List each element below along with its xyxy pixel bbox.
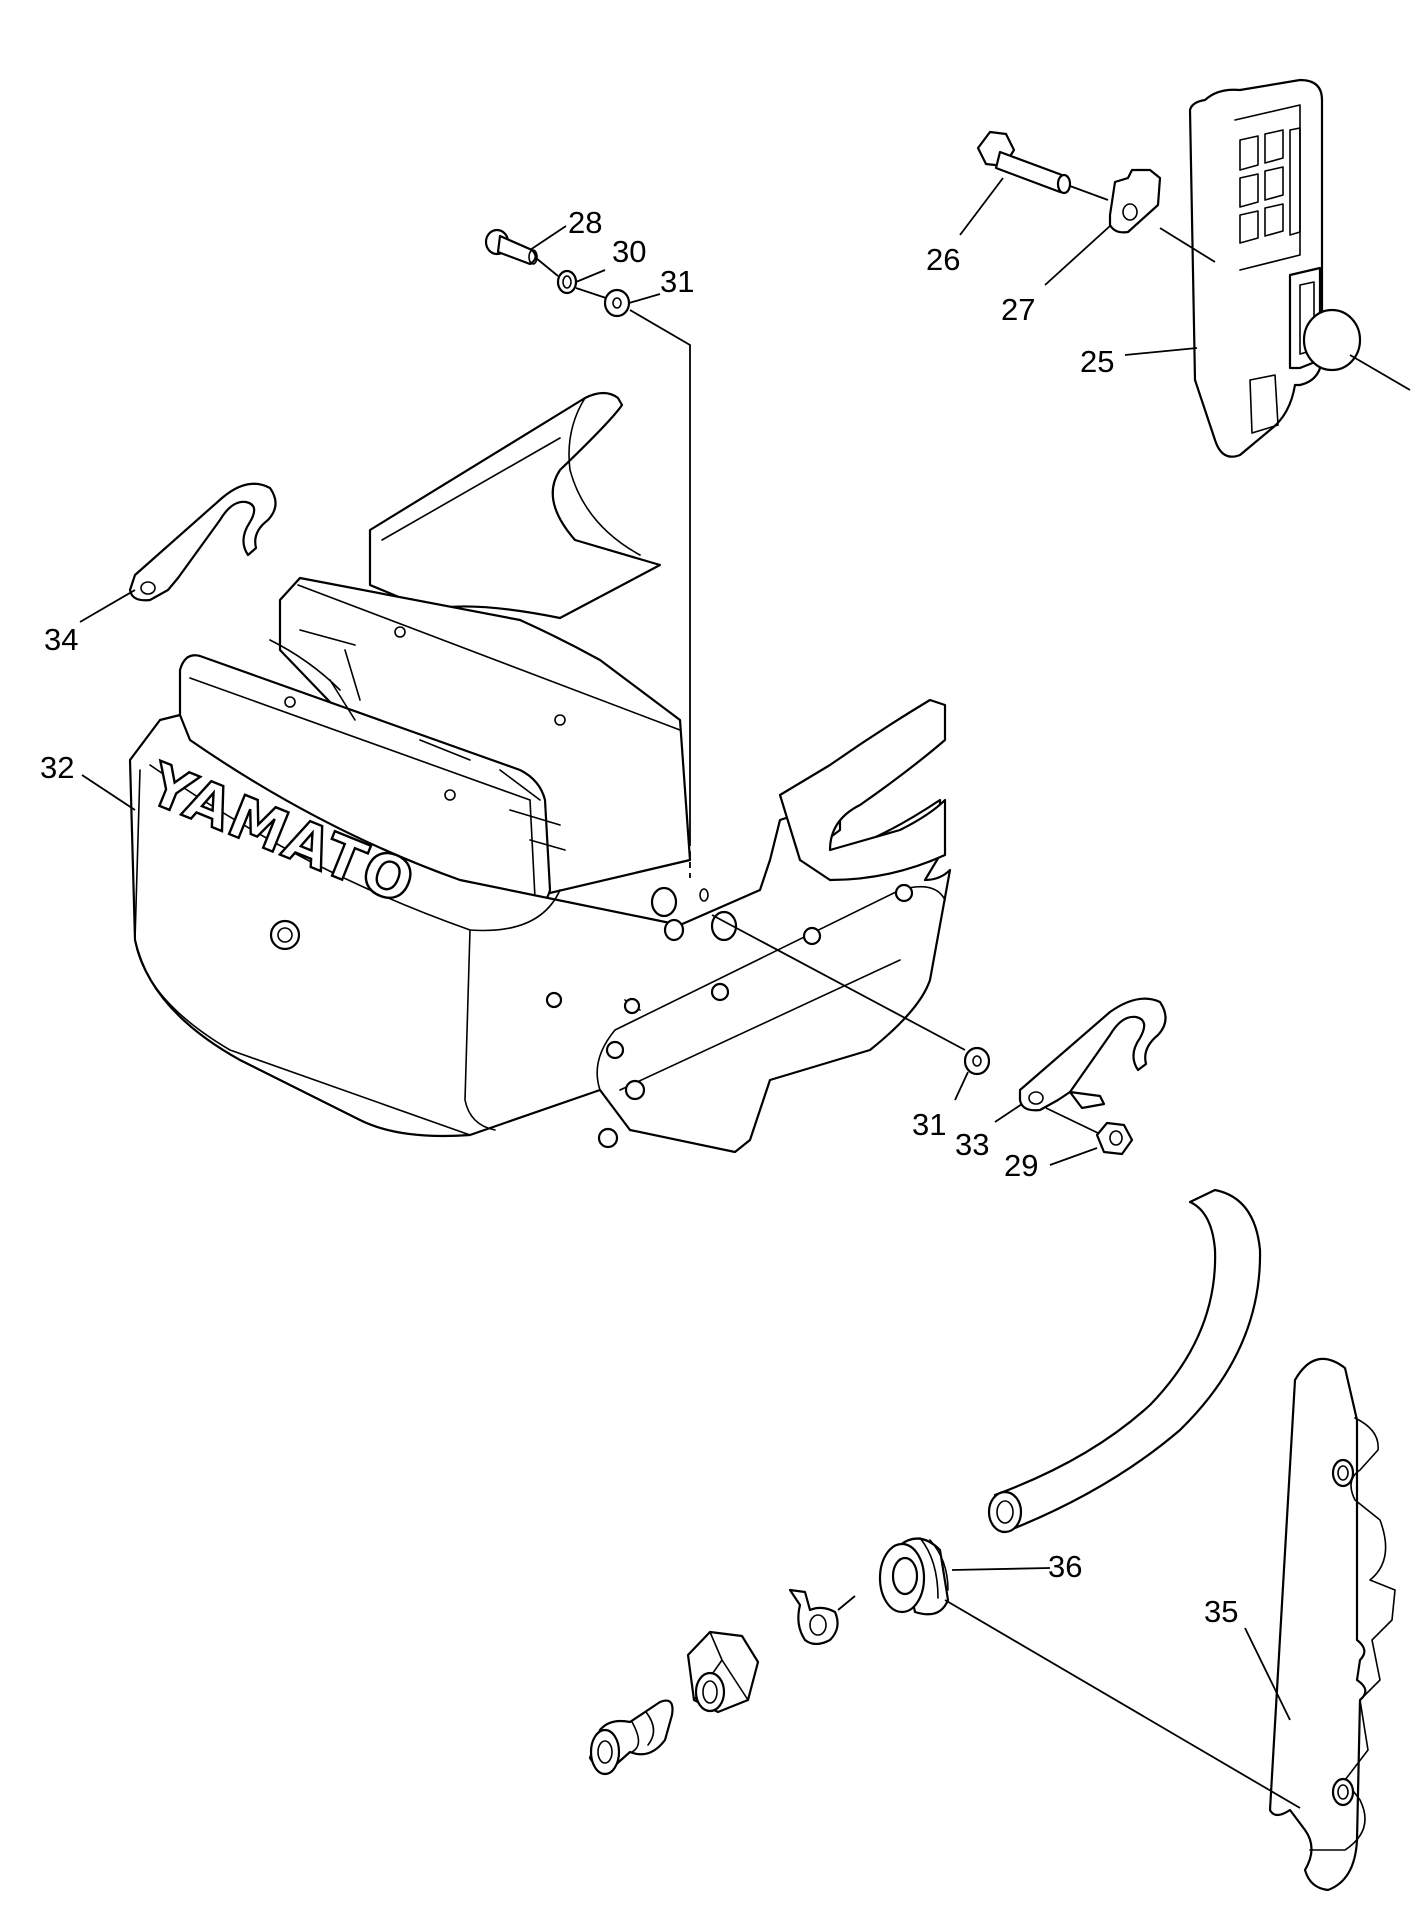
part-27-plate <box>1108 168 1162 234</box>
callout-leaders <box>79 177 1291 1721</box>
part-31-washer-bottom <box>963 1046 991 1076</box>
axis-line-25 <box>1349 354 1411 391</box>
callout-31-bottom: 31 <box>912 1107 946 1142</box>
part-33-hook-plate <box>1018 997 1167 1112</box>
part-34-hook-plate <box>128 482 277 602</box>
hex-nut <box>686 1630 760 1714</box>
part-31-washer-top <box>603 288 631 318</box>
callout-29: 29 <box>1004 1148 1038 1183</box>
part-26-bolt <box>976 130 1072 195</box>
part-30-lock-washer <box>556 269 578 295</box>
callout-31-top: 31 <box>660 264 694 299</box>
part-25-handle-bracket <box>1188 78 1362 458</box>
axis-line-26 <box>1069 185 1216 263</box>
callout-35: 35 <box>1204 1594 1238 1629</box>
part-35-side-plate <box>1268 1357 1396 1892</box>
callout-32: 32 <box>40 750 74 785</box>
callout-27: 27 <box>1001 292 1035 327</box>
part-28-bolt <box>484 228 538 266</box>
callout-labels: 25 26 27 28 30 31 32 34 31 33 29 36 35 <box>40 205 1238 1629</box>
axis-line-36 <box>944 1599 1301 1809</box>
callout-28: 28 <box>568 205 602 240</box>
axis-line-28 <box>535 257 691 840</box>
callout-30: 30 <box>612 234 646 269</box>
axis-line-33 <box>711 914 966 1051</box>
part-32-housing <box>128 391 952 1154</box>
part-29-nut <box>1095 1121 1134 1156</box>
axis-line-29 <box>1045 1107 1099 1134</box>
callout-34: 34 <box>44 622 78 657</box>
hose-clamp <box>788 1588 856 1646</box>
part-36-grommet <box>878 1537 950 1616</box>
callout-26: 26 <box>926 242 960 277</box>
callout-33: 33 <box>955 1127 989 1162</box>
callout-25: 25 <box>1080 344 1114 379</box>
callout-36: 36 <box>1048 1549 1082 1584</box>
fuel-hose <box>987 1188 1262 1534</box>
fuel-fitting <box>588 1699 674 1776</box>
